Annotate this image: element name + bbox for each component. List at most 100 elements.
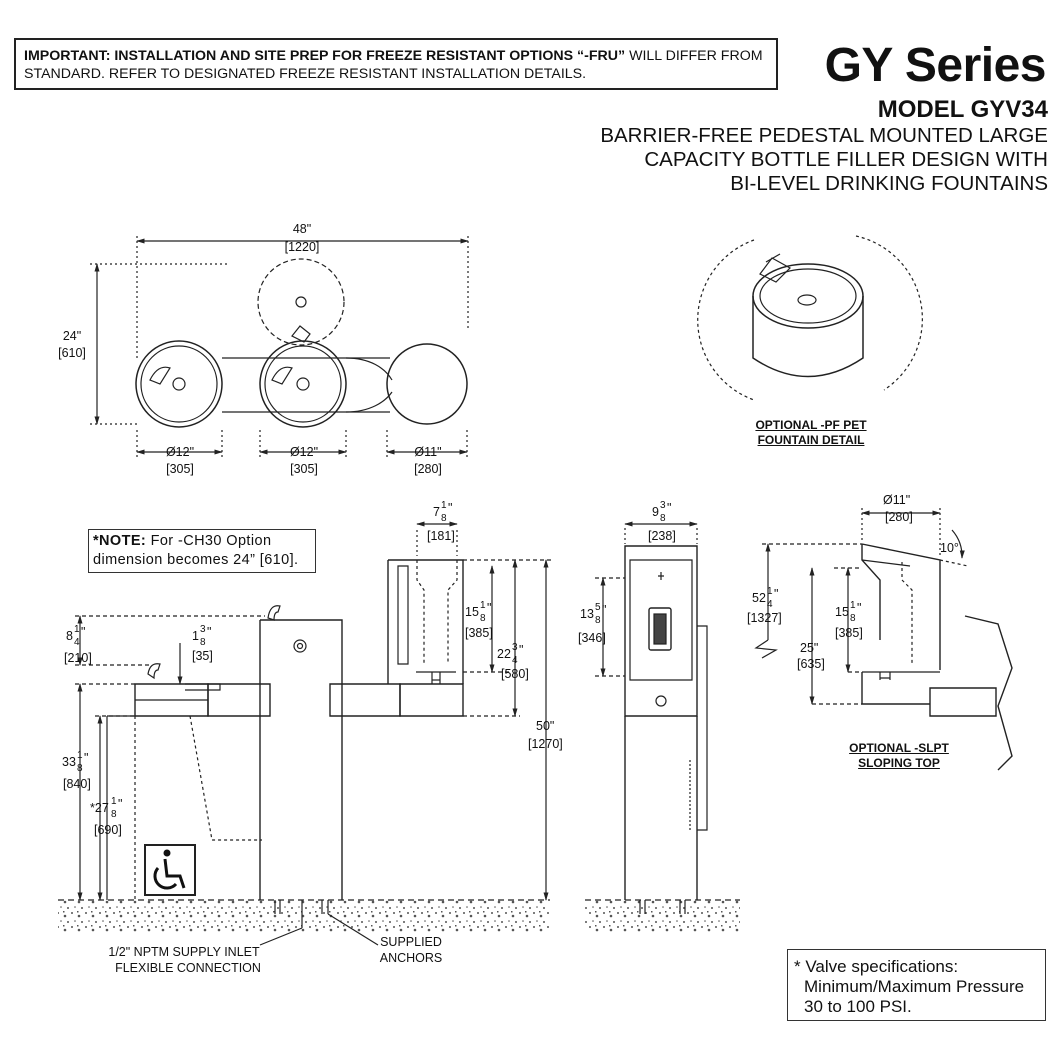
- dim-1-mm: [35]: [192, 649, 213, 663]
- slpt-caption: OPTIONAL -SLPT SLOPING TOP: [826, 741, 972, 771]
- pet-caption-line-2: FOUNTAIN DETAIL: [757, 433, 865, 447]
- anchors-label-2: ANCHORS: [380, 951, 443, 965]
- dim-27-den: 8: [111, 809, 117, 820]
- dim-15-den: 8: [480, 613, 486, 624]
- subtitle-line-1: BARRIER-FREE PEDESTAL MOUNTED LARGE: [600, 124, 1048, 147]
- dim-8-num: 1: [74, 624, 80, 635]
- dim-25-mm: [635]: [797, 657, 825, 671]
- dim-13-num: 5: [595, 602, 601, 613]
- dim-22-suffix: ": [519, 643, 523, 657]
- bowl1-inch: Ø12": [166, 445, 194, 459]
- dim-1-den: 8: [200, 637, 206, 648]
- front-view: [58, 521, 552, 946]
- dim-9-in: 9: [652, 505, 659, 519]
- notice-rest: WILL DIFFER FROM STANDARD. REFER TO DESI…: [24, 48, 763, 82]
- dim-50-mm: [1270]: [528, 737, 563, 751]
- dim-33-mm: [840]: [63, 777, 91, 791]
- dim-22-in: 22: [497, 647, 511, 661]
- front-view-dims: 8 1 4 " [210] 1 3 8 " [35] 33 1 8 " [840…: [62, 500, 563, 837]
- dim-33-den: 8: [77, 763, 83, 774]
- pet-fountain-detail: [697, 235, 923, 401]
- dim-52-den: 4: [767, 599, 773, 610]
- dim-8-mm: [210]: [64, 651, 92, 665]
- slpt-angle: 10°: [940, 541, 959, 555]
- note-bold: *NOTE:: [93, 533, 147, 549]
- bowl2-mm: [305]: [290, 462, 318, 476]
- dim-22-den: 4: [512, 655, 518, 666]
- dim-25-in: 25": [800, 641, 818, 655]
- dim-15-suffix: ": [487, 601, 491, 615]
- dim-15-mm: [385]: [465, 626, 493, 640]
- dim-1-num: 3: [200, 624, 206, 635]
- slpt-caption-line-1: OPTIONAL -SLPT: [849, 741, 949, 755]
- dim-9-suffix: ": [667, 501, 671, 515]
- dim-9-num: 3: [660, 500, 666, 511]
- valve-spec-note: * Valve specifications: Minimum/Maximum …: [787, 949, 1046, 1021]
- dim-7-suffix: ": [448, 501, 452, 515]
- bowl1-mm: [305]: [166, 462, 194, 476]
- dim-52-num: 1: [767, 586, 773, 597]
- dim-13-den: 8: [595, 615, 601, 626]
- side-view-dims: 9 3 8 " [238] 13 5 8 " [346]: [578, 500, 676, 645]
- top-view-dims: 48" [1220] 24" [610] Ø12" [305] Ø12" [30…: [58, 222, 442, 476]
- front-view-callouts: 1/2" NPTM SUPPLY INLET FLEXIBLE CONNECTI…: [108, 935, 442, 975]
- subtitle-line-3: BI-LEVEL DRINKING FOUNTAINS: [730, 172, 1048, 195]
- dim-15-num: 1: [480, 600, 486, 611]
- series-title: GY Series: [824, 39, 1047, 92]
- dim-13-mm: [346]: [578, 631, 606, 645]
- freeze-notice: IMPORTANT: INSTALLATION AND SITE PREP FO…: [14, 38, 778, 90]
- dim-1-suffix: ": [207, 625, 211, 639]
- supply-label-1: 1/2" NPTM SUPPLY INLET: [108, 945, 260, 959]
- depth-inch: 24": [63, 329, 81, 343]
- dim-52-in: 52: [752, 591, 766, 605]
- dim-7-den: 8: [441, 513, 447, 524]
- accessibility-icon: [144, 844, 196, 896]
- valve-line-3: 30 to 100 PSI.: [804, 997, 912, 1016]
- pet-detail-caption: OPTIONAL -PF PET FOUNTAIN DETAIL: [738, 418, 884, 448]
- dim-33-num: 1: [77, 750, 83, 761]
- filler-inch: Ø11": [414, 445, 441, 459]
- slpt-dim-15-mm: [385]: [835, 626, 863, 640]
- slpt-dim-15-in: 15: [835, 605, 849, 619]
- dim-27-num: 1: [111, 796, 117, 807]
- dim-22-mm: [580]: [501, 667, 529, 681]
- sloping-top-dims: Ø11" [280] 10° 52 1 4 " [1327] 15 1 8 " …: [747, 493, 959, 671]
- dim-33-in: 33: [62, 755, 76, 769]
- width-inch: 48": [293, 222, 311, 236]
- dim-7-mm: [181]: [427, 529, 455, 543]
- dim-8-den: 4: [74, 637, 80, 648]
- dim-8-in: 8: [66, 629, 73, 643]
- dim-9-mm: [238]: [648, 529, 676, 543]
- dim-15-in: 15: [465, 605, 479, 619]
- dim-27-in: *27: [90, 801, 109, 815]
- product-subtitle: BARRIER-FREE PEDESTAL MOUNTED LARGE CAPA…: [600, 124, 1048, 196]
- dim-52-suffix: ": [774, 587, 778, 601]
- filler-mm: [280]: [414, 462, 442, 476]
- dim-13-suffix: ": [602, 603, 606, 617]
- model-title: MODEL GYV34: [877, 96, 1048, 123]
- slpt-dim-15-num: 1: [850, 600, 856, 611]
- dim-8-suffix: ": [81, 625, 85, 639]
- dim-7-num: 1: [441, 500, 447, 511]
- dim-27-mm: [690]: [94, 823, 122, 837]
- slpt-dia-mm: [280]: [885, 510, 913, 524]
- note-text: For -CH30 Option dimension becomes 24” […: [93, 533, 299, 568]
- dim-13-in: 13: [580, 607, 594, 621]
- dim-22-num: 3: [512, 642, 518, 653]
- supply-label-2: FLEXIBLE CONNECTION: [115, 961, 261, 975]
- dim-1-in: 1: [192, 629, 199, 643]
- dim-52-mm: [1327]: [747, 611, 782, 625]
- side-view: [585, 521, 740, 932]
- dim-9-den: 8: [660, 513, 666, 524]
- dim-33-suffix: ": [84, 751, 88, 765]
- top-view: [90, 236, 469, 460]
- dim-7-in: 7: [433, 505, 440, 519]
- valve-line-1: * Valve specifications:: [794, 957, 959, 976]
- depth-mm: [610]: [58, 346, 86, 360]
- dim-27-suffix: ": [118, 797, 122, 811]
- dim-50-in: 50": [536, 719, 554, 733]
- ch30-note: *NOTE: For -CH30 Option dimension become…: [88, 529, 316, 573]
- anchors-label-1: SUPPLIED: [380, 935, 442, 949]
- slpt-dim-15-suffix: ": [857, 601, 861, 615]
